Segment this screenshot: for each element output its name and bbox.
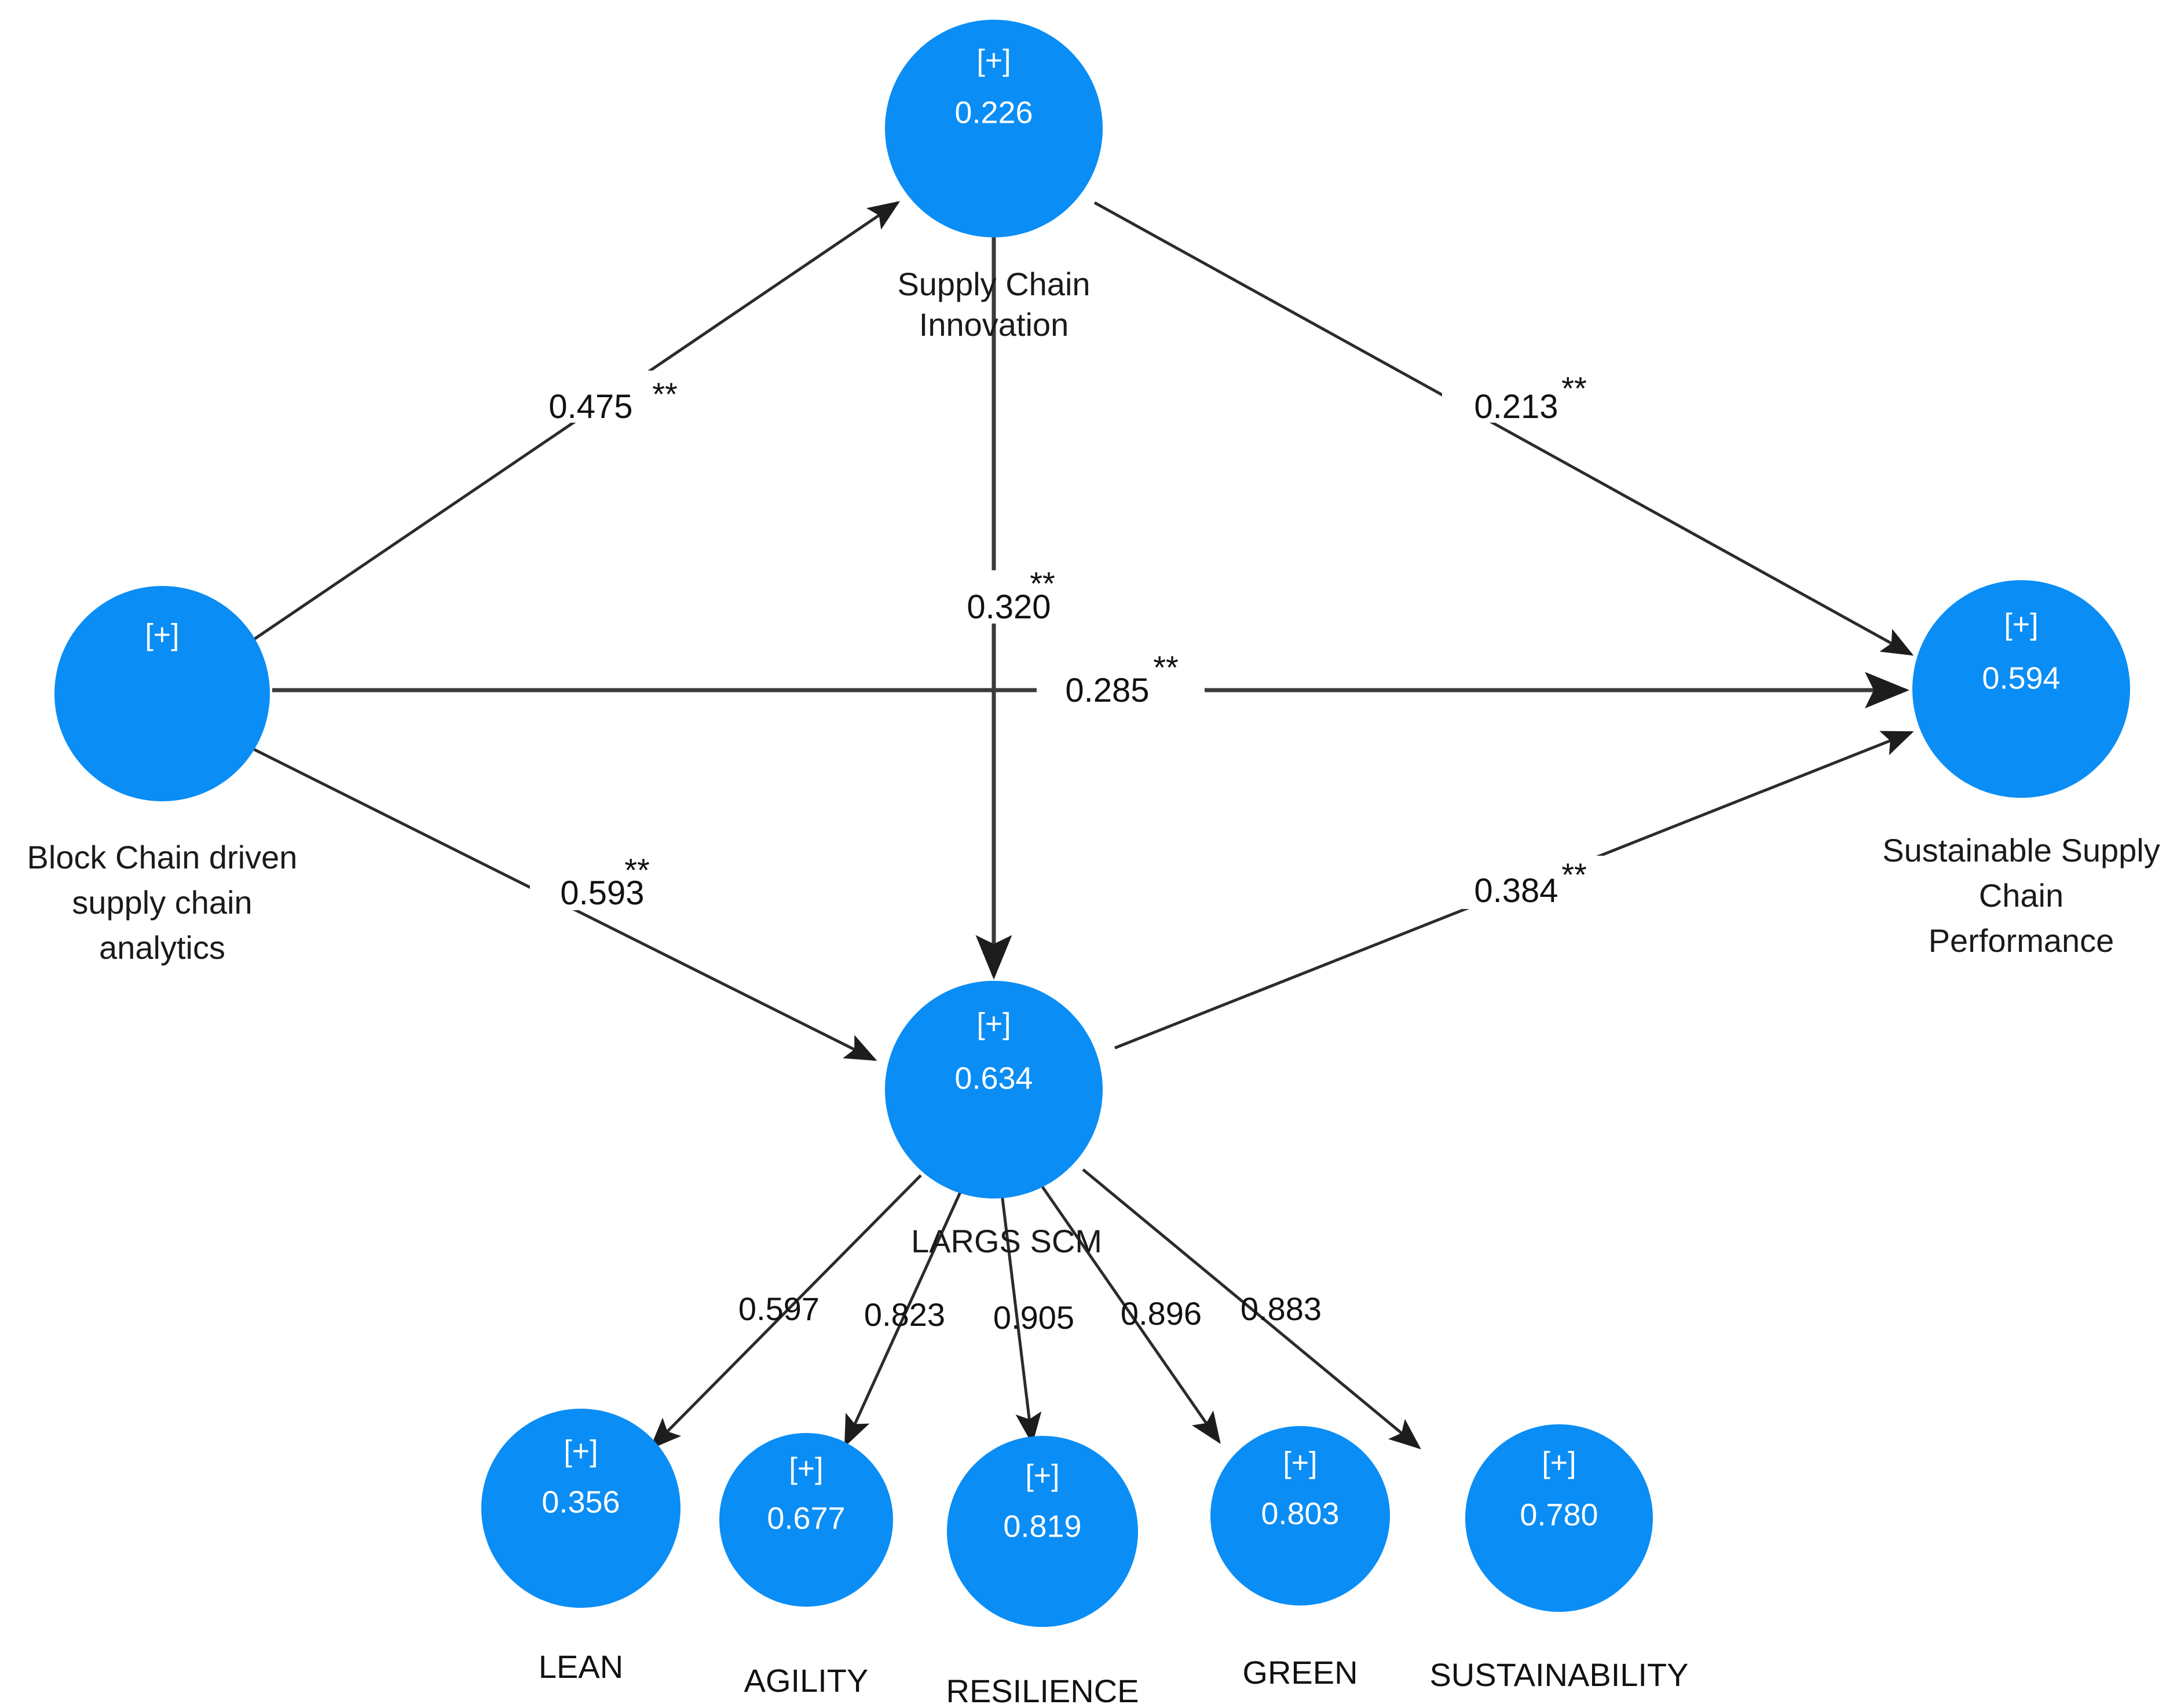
construct-circle-sci[interactable] [885, 20, 1103, 237]
construct-plus-bcsca: [+] [145, 618, 179, 652]
construct-label-sci: Supply Chain Innovation [897, 266, 1090, 343]
construct-node-largs[interactable]: [+] 0.634 [885, 981, 1103, 1198]
construct-label-bcsca: Block Chain driven supply chain analytic… [27, 839, 298, 966]
loading-largs-to-resilience [1000, 1193, 1042, 1445]
coef-label-sci-to-largs: 0.320 ** [938, 565, 1106, 626]
indicator-plus-resilience: [+] [1025, 1459, 1059, 1493]
construct-plus-largs: [+] [976, 1007, 1011, 1041]
coef-stars-sci-to-largs: ** [1030, 565, 1055, 602]
indicator-value-sustainability: 0.780 [1520, 1497, 1598, 1532]
loading-largs-to-lean [649, 1174, 922, 1450]
construct-label-bcsca-line-2: supply chain [72, 884, 252, 921]
loading-value-lean: 0.597 [738, 1291, 819, 1327]
indicator-value-lean: 0.356 [542, 1485, 620, 1519]
indicator-plus-agility: [+] [789, 1452, 823, 1486]
indicator-label-agility: AGILITY [744, 1662, 869, 1699]
construct-value-largs: 0.634 [954, 1061, 1033, 1095]
indicator-plus-lean: [+] [564, 1435, 598, 1468]
construct-label-largs: LARGS SCM [911, 1223, 1102, 1259]
coef-stars-bcsca-to-sci: ** [652, 376, 678, 412]
construct-label-bcsca-line-3: analytics [99, 929, 225, 966]
loading-largs-to-agility [844, 1189, 963, 1447]
loading-value-resilience: 0.905 [993, 1299, 1074, 1336]
coef-label-bcsca-to-sscp: 0.285 ** [1037, 649, 1205, 709]
indicator-node-sustainability[interactable]: [+] 0.780 [1465, 1424, 1653, 1612]
coef-stars-bcsca-to-sscp: ** [1153, 649, 1179, 686]
indicator-node-resilience[interactable]: [+] 0.819 [947, 1436, 1138, 1627]
construct-label-sscp-line-2: Chain [1979, 877, 2063, 914]
indicator-label-lean: LEAN [539, 1648, 623, 1685]
coef-value-bcsca-to-sscp: 0.285 [1065, 672, 1149, 709]
construct-label-sci-line-1: Supply Chain [897, 266, 1090, 302]
construct-value-sci: 0.226 [954, 95, 1033, 130]
indicator-label-sustainability: SUSTAINABILITY [1429, 1656, 1688, 1693]
indicator-circle-resilience[interactable] [947, 1436, 1138, 1627]
coef-label-largs-to-sscp: 0.384 ** [1448, 856, 1616, 910]
indicator-label-resilience: RESILIENCE [946, 1673, 1139, 1708]
construct-node-sscp[interactable]: [+] 0.594 [1912, 580, 2130, 798]
indicator-plus-sustainability: [+] [1542, 1446, 1576, 1480]
indicator-label-green: GREEN [1242, 1654, 1358, 1691]
indicator-circle-lean[interactable] [481, 1409, 680, 1608]
indicator-circle-green[interactable] [1210, 1426, 1390, 1606]
coef-value-bcsca-to-largs: 0.593 [560, 874, 644, 912]
construct-label-sci-line-2: Innovation [919, 306, 1069, 343]
construct-label-bcsca-line-1: Block Chain driven [27, 839, 298, 875]
coef-label-bcsca-to-largs: 0.593 ** [530, 852, 698, 912]
construct-circle-largs[interactable] [885, 981, 1103, 1198]
coef-label-bcsca-to-sci: 0.475 ** [518, 371, 686, 426]
indicator-value-agility: 0.677 [767, 1501, 845, 1535]
construct-label-sscp-line-3: Performance [1929, 922, 2114, 959]
construct-node-sci[interactable]: [+] 0.226 [885, 20, 1103, 237]
indicator-circle-agility[interactable] [719, 1433, 893, 1607]
construct-circle-bcsca[interactable] [54, 586, 270, 801]
coef-label-sci-to-sscp: 0.213 ** [1442, 370, 1610, 426]
indicator-node-lean[interactable]: [+] 0.356 [481, 1409, 680, 1608]
loading-value-agility: 0.823 [864, 1296, 945, 1333]
indicator-node-agility[interactable]: [+] 0.677 [719, 1433, 893, 1607]
construct-node-bcsca[interactable]: [+] [54, 586, 270, 801]
path-sci-to-sscp [1093, 201, 1914, 656]
coef-stars-largs-to-sscp: ** [1561, 856, 1587, 893]
loading-largs-to-sustainability [1082, 1168, 1421, 1450]
coef-value-sci-to-largs: 0.320 [967, 588, 1051, 626]
coef-stars-sci-to-sscp: ** [1561, 370, 1587, 406]
construct-value-sscp: 0.594 [1982, 661, 2060, 695]
construct-label-sscp-line-1: Sustainable Supply [1882, 832, 2160, 868]
construct-plus-sscp: [+] [2004, 608, 2038, 642]
construct-label-sscp: Sustainable Supply Chain Performance [1882, 832, 2160, 959]
loading-largs-to-green [1041, 1186, 1221, 1445]
coef-stars-bcsca-to-largs: ** [624, 852, 650, 888]
construct-plus-sci: [+] [976, 44, 1011, 78]
coef-value-largs-to-sscp: 0.384 [1474, 872, 1558, 910]
indicator-circle-sustainability[interactable] [1465, 1424, 1653, 1612]
indicator-plus-green: [+] [1283, 1446, 1317, 1480]
construct-circle-sscp[interactable] [1912, 580, 2130, 798]
coef-value-bcsca-to-sci: 0.475 [548, 388, 632, 426]
indicator-value-green: 0.803 [1261, 1496, 1339, 1531]
loading-value-green: 0.896 [1121, 1295, 1202, 1332]
indicator-node-green[interactable]: [+] 0.803 [1210, 1426, 1390, 1606]
indicator-value-resilience: 0.819 [1003, 1509, 1081, 1544]
coef-value-sci-to-sscp: 0.213 [1474, 388, 1558, 426]
loading-value-sustainability: 0.883 [1241, 1291, 1322, 1327]
